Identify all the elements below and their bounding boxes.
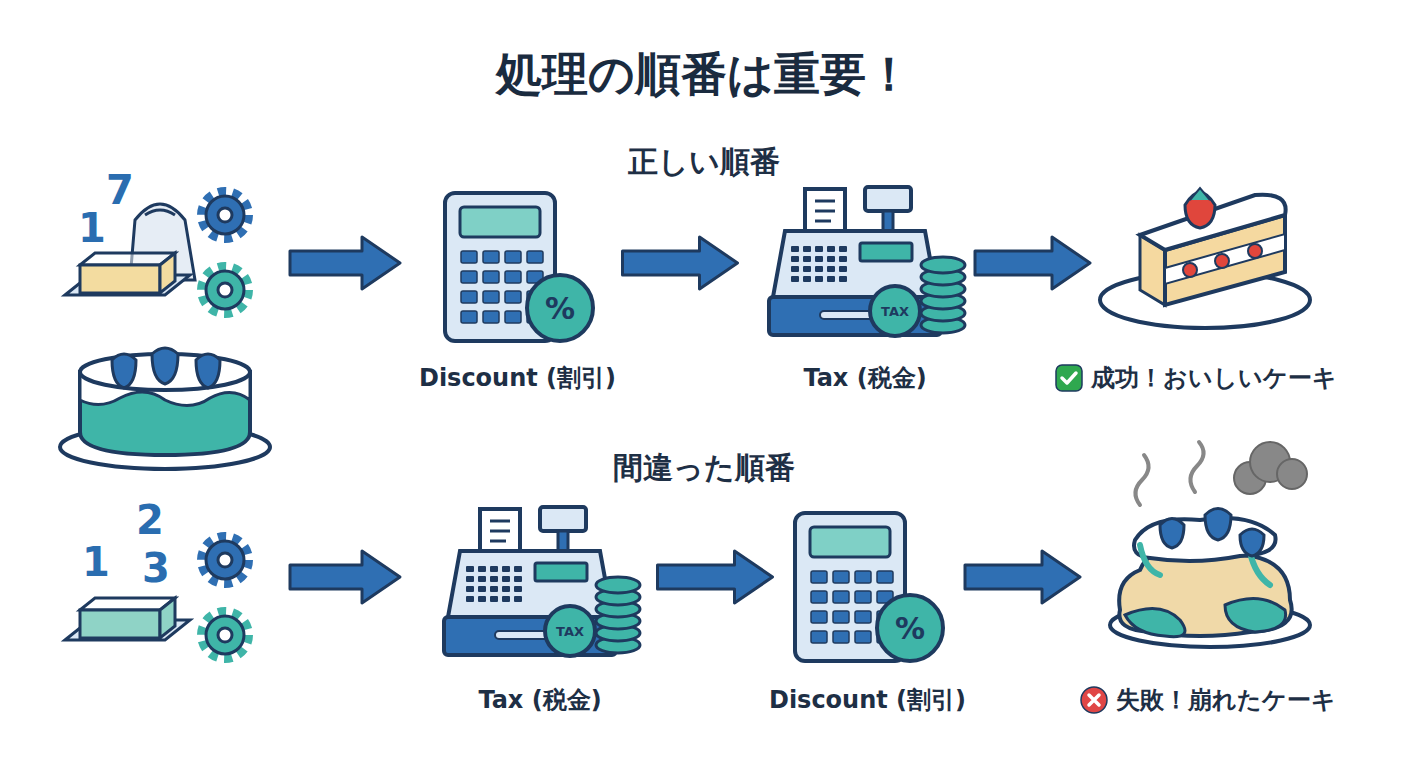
step-caption: Discount (割引): [419, 362, 616, 394]
flow-arrow: [623, 237, 738, 289]
caption-row: Discount (割引): [419, 362, 616, 394]
step-caption: Tax (税金): [803, 362, 926, 394]
section-heading: 正しい順番: [628, 142, 780, 183]
discount-step: %Discount (割引): [440, 190, 595, 345]
ingredient-number: 7: [106, 167, 134, 213]
flow-arrow: [975, 237, 1090, 289]
flow-arrow: [658, 551, 773, 603]
step-caption: 成功！おいしいケーキ: [1091, 362, 1337, 394]
section-heading: 間違った順番: [613, 448, 795, 489]
ingredient-number: 2: [136, 497, 164, 543]
step-caption: Discount (割引): [769, 684, 966, 716]
result-cake: 失敗！崩れたケーキ: [1100, 450, 1315, 655]
discount-step: %Discount (割引): [790, 510, 945, 665]
icon-badge-text: %: [545, 291, 575, 326]
failure-mark: [1080, 686, 1108, 714]
flow-arrow: [965, 551, 1080, 603]
caption-row: 失敗！崩れたケーキ: [1080, 684, 1336, 716]
caption-row: Tax (税金): [478, 684, 601, 716]
caption-row: Tax (税金): [803, 362, 926, 394]
ingredient-number: 3: [142, 545, 170, 591]
result-cake: 成功！おいしいケーキ: [1100, 165, 1315, 340]
caption-row: Discount (割引): [769, 684, 966, 716]
step-caption: 失敗！崩れたケーキ: [1116, 684, 1336, 716]
icon-badge-text: %: [895, 611, 925, 646]
icon-badge-text: TAX: [556, 624, 584, 639]
success-mark: [1055, 364, 1083, 392]
caption-row: 成功！おいしいケーキ: [1055, 362, 1337, 394]
tax-step: TAXTax (税金): [765, 185, 965, 335]
ingredient-number: 1: [82, 539, 110, 585]
icon-badge-text: TAX: [881, 304, 909, 319]
diagram-title: 処理の順番は重要！: [496, 44, 912, 106]
step-caption: Tax (税金): [478, 684, 601, 716]
ingredient-number: 1: [78, 205, 106, 251]
tax-step: TAXTax (税金): [440, 505, 640, 655]
